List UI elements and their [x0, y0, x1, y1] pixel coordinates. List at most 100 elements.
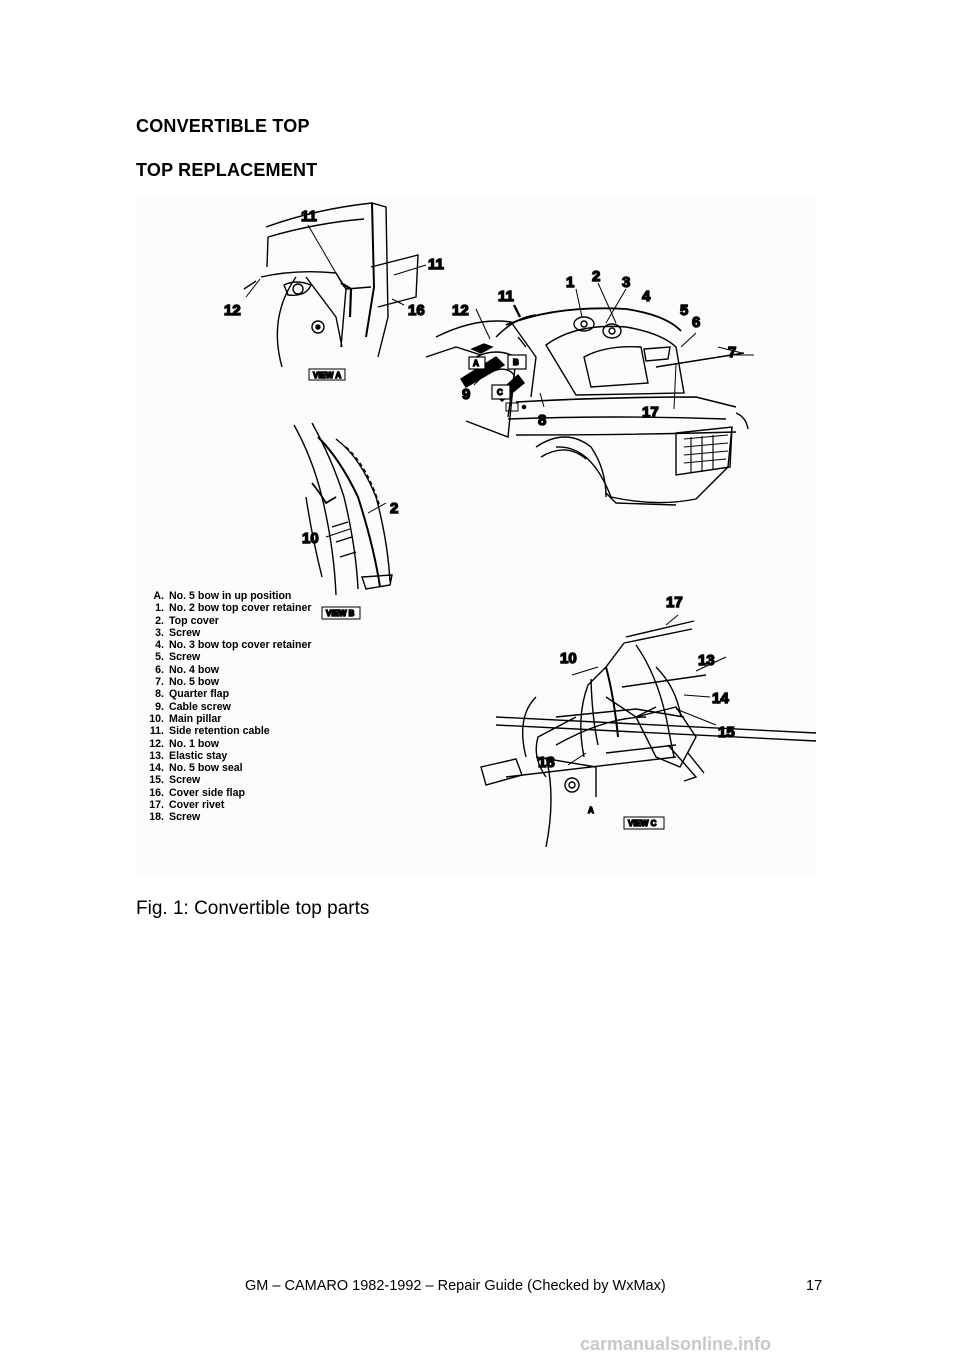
- callout-15: 15: [718, 724, 735, 741]
- legend-item: 18. Screw: [138, 811, 311, 823]
- legend-item: 6. No. 4 bow: [138, 664, 311, 676]
- legend-key: A.: [153, 590, 164, 602]
- view-a-label: VIEW A: [313, 371, 341, 380]
- callout-16: 16: [408, 302, 425, 319]
- view-c-label-box: [623, 816, 665, 830]
- callout-14: 14: [712, 690, 729, 707]
- legend-key: 1.: [155, 602, 164, 615]
- callout-4: 4: [642, 288, 651, 305]
- section-heading: CONVERTIBLE TOP: [136, 116, 310, 136]
- legend-text: No. 2 bow top cover retainer: [169, 602, 312, 615]
- legend-text: No. 5 bow in up position: [169, 590, 292, 602]
- callout-10: 10: [302, 530, 319, 547]
- view-c-drawing: [480, 614, 816, 848]
- legend-text: Side retention cable: [169, 725, 270, 738]
- callout-7: 7: [728, 344, 736, 361]
- callout-3: 3: [622, 274, 630, 291]
- callout-2: 2: [592, 268, 600, 285]
- legend-text: No. 4 bow: [169, 663, 220, 676]
- view-c-ref-a: A: [588, 806, 594, 815]
- callout-17: 17: [642, 404, 659, 421]
- view-b-drawing: [293, 422, 393, 596]
- legend-item: 17. Cover rivet: [138, 799, 311, 811]
- callout-2: 2: [390, 500, 398, 517]
- legend-item: 5. Screw: [138, 651, 311, 663]
- legend-key: 17.: [149, 799, 164, 812]
- legend-text: No. 1 bow: [169, 737, 220, 750]
- legend-key: 9.: [155, 700, 164, 713]
- legend-item: 12. No. 1 bow: [138, 738, 311, 750]
- legend-text: Cover side flap: [169, 786, 245, 799]
- legend-key: 5.: [155, 651, 164, 664]
- legend-text: No. 3 bow top cover retainer: [169, 639, 312, 652]
- legend-text: Screw: [169, 774, 201, 787]
- legend-key: 4.: [155, 639, 164, 652]
- legend-key: 12.: [149, 737, 164, 750]
- page-footer: GM – CAMARO 1982-1992 – Repair Guide (Ch…: [245, 1278, 666, 1294]
- page-number: 17: [806, 1278, 823, 1294]
- callout-11: 11: [498, 288, 514, 305]
- legend-item: 7. No. 5 bow: [138, 676, 311, 688]
- view-a-drawing: [243, 202, 419, 368]
- convertible-top-figure: 11 11 12 16 VIEW A 11 1 2 3 4 5 6 7 12 9…: [136, 197, 816, 877]
- callout-11: 11: [301, 208, 317, 225]
- callout-5: 5: [680, 302, 688, 319]
- legend-item: 11. Side retention cable: [138, 725, 311, 737]
- callout-13: 13: [698, 652, 715, 669]
- view-ref-b: B: [513, 358, 519, 367]
- subsection-heading: TOP REPLACEMENT: [136, 160, 318, 180]
- legend-item: 1. No. 2 bow top cover retainer: [138, 602, 311, 614]
- legend-key: 7.: [155, 676, 164, 689]
- view-ref-a: A: [473, 359, 479, 368]
- legend-text: Screw: [169, 626, 201, 639]
- legend-key: 18.: [149, 811, 164, 824]
- callout-6: 6: [692, 314, 700, 331]
- view-a-label-box: [308, 368, 346, 381]
- legend-text: Top cover: [169, 614, 219, 627]
- callout-18: 18: [538, 754, 555, 771]
- legend-key: 11.: [149, 725, 164, 738]
- view-c-label: VIEW C: [628, 819, 657, 828]
- legend-item: 8.Quarter flap: [138, 688, 311, 700]
- legend-text: Screw: [169, 651, 201, 664]
- legend-key: 6.: [155, 663, 164, 676]
- exploded-view-drawing: 11 11 12 16 VIEW A 11 1 2 3 4 5 6 7 12 9…: [223, 202, 816, 848]
- callout-9: 9: [462, 386, 470, 403]
- legend-key: 16.: [149, 786, 164, 799]
- legend-item: 4. No. 3 bow top cover retainer: [138, 639, 311, 651]
- callout-11: 11: [428, 256, 444, 273]
- view-ref-c: C: [497, 388, 503, 397]
- legend-item: 3.Screw: [138, 627, 311, 639]
- legend-text: Main pillar: [169, 712, 222, 725]
- legend-item: 2. Top cover: [138, 615, 311, 627]
- callout-12: 12: [224, 302, 241, 319]
- legend-item: 13.Elastic stay: [138, 750, 311, 762]
- legend-text: No. 5 bow seal: [169, 762, 243, 775]
- callout-10: 10: [560, 650, 577, 667]
- callout-8: 8: [538, 412, 546, 429]
- legend-text: No. 5 bow: [169, 676, 220, 689]
- legend-text: Quarter flap: [169, 688, 230, 701]
- watermark: carmanualsonline.info: [580, 1334, 772, 1354]
- parts-legend: A. No. 5 bow in up position 1. No. 2 bow to…: [138, 590, 311, 824]
- figure-caption: Fig. 1: Convertible top parts: [136, 898, 370, 919]
- legend-key: 14.: [149, 762, 164, 775]
- view-b-label-box: [321, 606, 361, 620]
- legend-item: 15. Screw: [138, 774, 311, 786]
- view-b-label: VIEW B: [326, 609, 355, 618]
- legend-text: Cover rivet: [169, 799, 225, 812]
- legend-key: 2.: [155, 614, 164, 627]
- legend-text: Screw: [169, 811, 201, 824]
- legend-item: 14. No. 5 bow seal: [138, 762, 311, 774]
- car-body-drawing: [425, 304, 749, 506]
- legend-key: 15.: [149, 774, 164, 787]
- legend-item: 10. Main pillar: [138, 713, 311, 725]
- leader-lines: [245, 224, 754, 538]
- legend-item: 16. Cover side flap: [138, 787, 311, 799]
- callout-1: 1: [566, 274, 574, 291]
- legend-key: 10.: [149, 712, 164, 725]
- callout-12: 12: [452, 302, 469, 319]
- callout-17: 17: [666, 594, 683, 611]
- legend-text: Cable screw: [169, 700, 231, 713]
- legend-key: 13.: [149, 749, 164, 762]
